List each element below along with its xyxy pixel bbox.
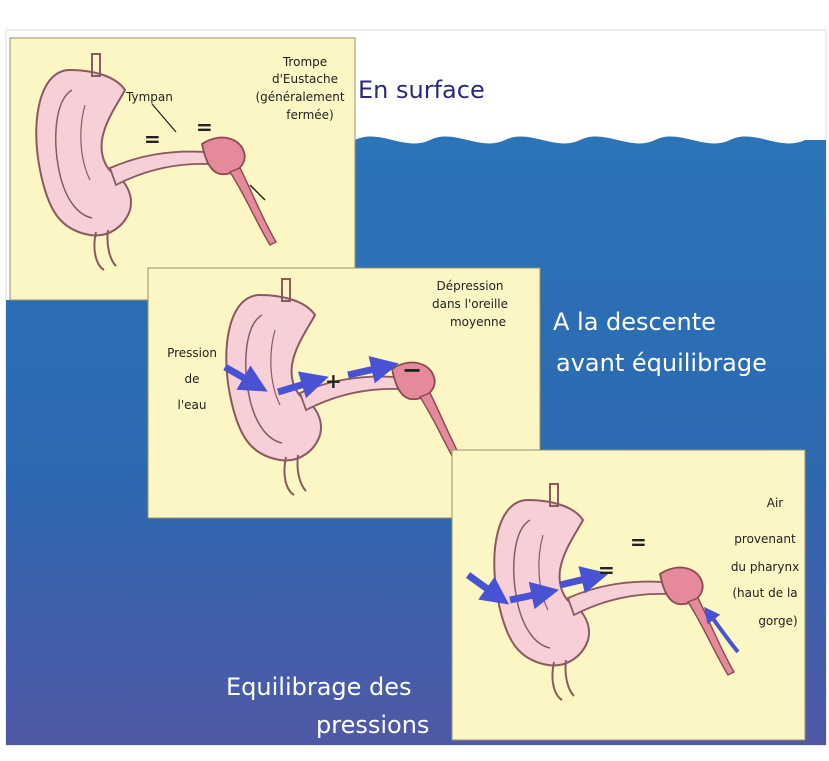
label-trompe-2: d'Eustache: [272, 72, 338, 86]
caption-descent-line-2: avant équilibrage: [556, 349, 767, 377]
label-pression-1: Pression: [167, 346, 217, 360]
sign-outer-ear-equalization: =: [598, 558, 615, 582]
label-depression-3: moyenne: [450, 315, 506, 329]
caption-descent-line-1: A la descente: [553, 308, 716, 336]
label-air-1: Air: [767, 496, 784, 510]
sign-outer-ear-surface: =: [144, 127, 161, 151]
label-air-2: provenant: [734, 532, 796, 546]
label-trompe-3: (généralement: [255, 90, 344, 104]
label-trompe-4: fermée): [286, 108, 333, 122]
sign-middle-ear-surface: =: [196, 115, 213, 139]
label-depression-1: Dépression: [436, 279, 503, 293]
label-depression-2: dans l'oreille: [432, 297, 508, 311]
label-trompe-1: Trompe: [282, 55, 327, 69]
sign-outer-ear-descent: +: [325, 369, 342, 393]
caption-equalization-line-1: Equilibrage des: [226, 673, 412, 701]
label-air-4: (haut de la: [732, 586, 797, 600]
caption-en-surface: En surface: [358, 76, 485, 104]
label-pression-2: de: [185, 372, 200, 386]
label-air-5: gorge): [758, 614, 797, 628]
sign-middle-ear-descent: −: [402, 356, 422, 384]
label-pression-3: l'eau: [178, 398, 207, 412]
label-tympan: Tympan: [125, 90, 173, 104]
label-air-3: du pharynx: [731, 560, 799, 574]
caption-equalization-line-2: pressions: [316, 711, 429, 739]
sign-middle-ear-equalization: =: [630, 530, 647, 554]
